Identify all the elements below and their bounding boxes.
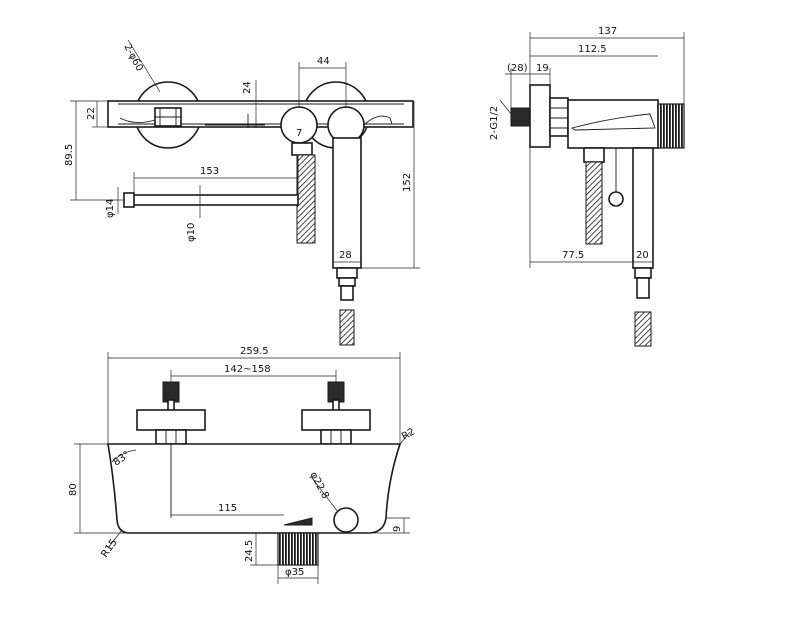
dim-20: 20: [636, 250, 649, 261]
side-thread-stub: [510, 107, 531, 127]
dim-153: 153: [200, 166, 219, 177]
side-nut: [549, 97, 569, 137]
dim-r2: R2: [400, 426, 417, 442]
left-flange-block: [136, 409, 206, 431]
thread-leader: [499, 99, 512, 115]
lever-nut: [291, 142, 313, 156]
dim-44: 44: [317, 56, 330, 67]
handle-tip: [123, 192, 135, 208]
dim-28: 28: [339, 250, 352, 261]
dim-259-5: 259.5: [240, 346, 269, 357]
lever-hose: [296, 154, 316, 244]
side-body-curve: [570, 113, 656, 131]
side-shower-hose: [634, 311, 652, 347]
right-eccentric-cap: [327, 381, 345, 403]
dim-phi35: φ35: [285, 567, 304, 578]
angle-arc: [111, 449, 137, 463]
dim-115: 115: [218, 503, 237, 514]
handle-rod: [125, 194, 299, 206]
dim-phi14: φ14: [105, 199, 116, 218]
dim-7: 7: [296, 128, 302, 139]
side-wall-plate: [529, 84, 551, 148]
thermostat-knob: [277, 532, 319, 566]
top-view: 259.5 142~158 R2 83° 80 φ22.8 115 9 R15 …: [68, 346, 417, 584]
dim-77-5: 77.5: [562, 250, 584, 261]
dim-112-5: 112.5: [578, 44, 607, 55]
left-hex-nut-lines: [155, 108, 181, 126]
right-hex-nut-top: [320, 429, 352, 445]
side-body: [567, 99, 659, 149]
holes-leader: [127, 39, 161, 93]
dim-22: 22: [86, 107, 97, 120]
right-outlet-curve: [363, 115, 393, 126]
shower-hose: [339, 309, 355, 346]
dim-152: 152: [402, 173, 413, 192]
side-nut-lines: [550, 107, 568, 129]
thread-label: 2-G1/2: [489, 106, 500, 140]
left-curve: [119, 117, 156, 123]
hose-connector-2: [338, 277, 356, 287]
phi22-leader: [311, 477, 339, 513]
temperature-scale: [283, 517, 313, 526]
dim-phi10: φ10: [186, 223, 197, 242]
side-hose-connector-1: [634, 267, 652, 279]
r2-leader: [399, 431, 411, 445]
dim-89-5: 89.5: [64, 144, 75, 166]
body-inner-lines: [205, 114, 265, 128]
side-view: 137 112.5 (28) 19 2-G1/2 77.5 20: [489, 26, 685, 347]
hose-connector-1: [336, 267, 358, 279]
dim-24: 24: [242, 81, 253, 94]
left-hex-nut-top: [155, 429, 187, 445]
dim-80: 80: [68, 483, 79, 496]
side-lever-hose: [585, 161, 603, 245]
dim-137: 137: [598, 26, 617, 37]
holes-label: 2-φ60: [121, 42, 144, 73]
valve-body: [107, 100, 414, 128]
side-lever-nut: [583, 147, 605, 163]
r15-leader: [107, 529, 123, 549]
right-hex-lines: [330, 430, 342, 444]
side-lever-tip: [608, 191, 624, 207]
side-hose-connector-2: [636, 277, 650, 299]
top-outlet-circle: [333, 507, 359, 533]
right-flange-block: [301, 409, 371, 431]
hose-connector-3: [340, 285, 354, 301]
dim-r15: R15: [99, 537, 119, 559]
front-view: 2-φ60 44 24 22 89.5 7 153 φ14 φ10 152: [64, 39, 420, 346]
dim-19: 19: [536, 63, 549, 74]
dim-142-158: 142~158: [224, 364, 271, 375]
left-eccentric-cap: [162, 381, 180, 403]
shower-outlet-pipe: [332, 137, 362, 269]
dim-9: 9: [392, 526, 403, 532]
left-hex-lines: [165, 430, 177, 444]
side-knurled-knob: [657, 103, 685, 149]
dim-24-5: 24.5: [244, 540, 255, 562]
dim-28p: (28): [507, 63, 528, 74]
